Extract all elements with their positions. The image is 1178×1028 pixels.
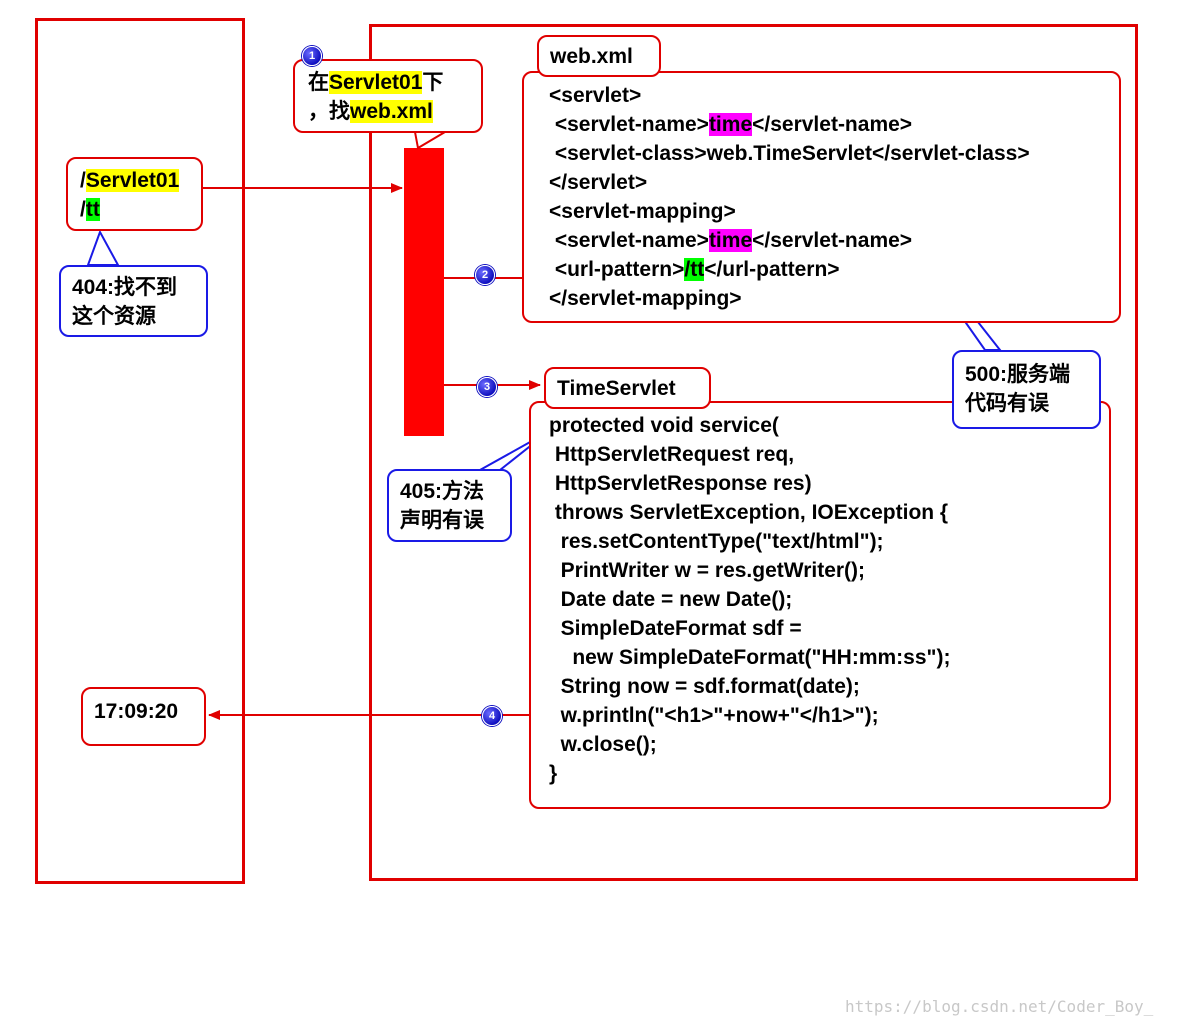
error-404-note: 404:找不到 这个资源 <box>59 265 208 337</box>
note1-pointer <box>413 131 449 150</box>
webxml-line-5: <servlet-mapping> <box>549 200 736 223</box>
err405-line-1: 405:方法 <box>400 480 485 503</box>
err500-line-2: 代码有误 <box>965 392 1049 415</box>
webxml-line-3: <servlet-class>web.TimeServlet</servlet-… <box>549 142 1030 165</box>
webxml-line-7: <url-pattern>/tt</url-pattern> <box>549 258 840 281</box>
request-url-box: /Servlet01 /tt <box>66 157 203 231</box>
url-line-2: /tt <box>80 198 100 221</box>
response-time-text: 17:09:20 <box>94 700 179 723</box>
step1-note: 在Servlet01下 ，找web.xml <box>293 59 483 133</box>
url-line-1: /Servlet01 <box>80 169 180 192</box>
err500-line-1: 500:服务端 <box>965 363 1071 386</box>
webxml-line-6: <servlet-name>time</servlet-name> <box>549 229 913 252</box>
code-line: SimpleDateFormat sdf = <box>549 617 802 640</box>
webxml-line-1: <servlet> <box>549 84 642 107</box>
err404-line-2: 这个资源 <box>72 305 156 328</box>
code-line: String now = sdf.format(date); <box>549 675 860 698</box>
code-line: w.println("<h1>"+now+"</h1>"); <box>549 704 879 727</box>
step-4-badge: 4 <box>482 706 502 726</box>
step-3-badge: 3 <box>477 377 497 397</box>
code-line: HttpServletResponse res) <box>549 472 812 495</box>
step-1-badge: 1 <box>302 46 322 66</box>
note1-line-1: 在Servlet01下 <box>308 71 444 94</box>
server-panel <box>369 24 1138 881</box>
webxml-line-2: <servlet-name>time</servlet-name> <box>549 113 913 136</box>
error-405-note: 405:方法 声明有误 <box>387 469 512 542</box>
err404-line-1: 404:找不到 <box>72 276 178 299</box>
webxml-line-4: </servlet> <box>549 171 648 194</box>
note1-line-2: ，找web.xml <box>308 100 433 123</box>
webxml-box: <servlet> <servlet-name>time</servlet-na… <box>522 71 1121 323</box>
browser-panel <box>35 18 245 884</box>
code-line: } <box>549 762 558 785</box>
code-line: HttpServletRequest req, <box>549 443 795 466</box>
timeservlet-title-tab: TimeServlet <box>544 367 711 409</box>
webxml-title: web.xml <box>550 45 633 68</box>
code-line: throws ServletException, IOException { <box>549 501 949 524</box>
err404-pointer <box>86 229 120 266</box>
code-line: protected void service( <box>549 414 779 437</box>
web-container-bar <box>404 148 444 436</box>
code-line: w.close(); <box>549 733 657 756</box>
response-output-box: 17:09:20 <box>81 687 206 746</box>
err405-line-2: 声明有误 <box>400 509 484 532</box>
webxml-line-8: </servlet-mapping> <box>549 287 742 310</box>
code-line: Date date = new Date(); <box>549 588 793 611</box>
watermark-text: https://blog.csdn.net/Coder_Boy_ <box>845 997 1154 1016</box>
timeservlet-code-box: protected void service( HttpServletReque… <box>529 401 1111 809</box>
code-line: res.setContentType("text/html"); <box>549 530 884 553</box>
step-2-badge: 2 <box>475 265 495 285</box>
code-line: PrintWriter w = res.getWriter(); <box>549 559 866 582</box>
webxml-title-tab: web.xml <box>537 35 661 77</box>
code-line: new SimpleDateFormat("HH:mm:ss"); <box>549 646 951 669</box>
timeservlet-title: TimeServlet <box>557 377 676 400</box>
error-500-note: 500:服务端 代码有误 <box>952 350 1101 429</box>
